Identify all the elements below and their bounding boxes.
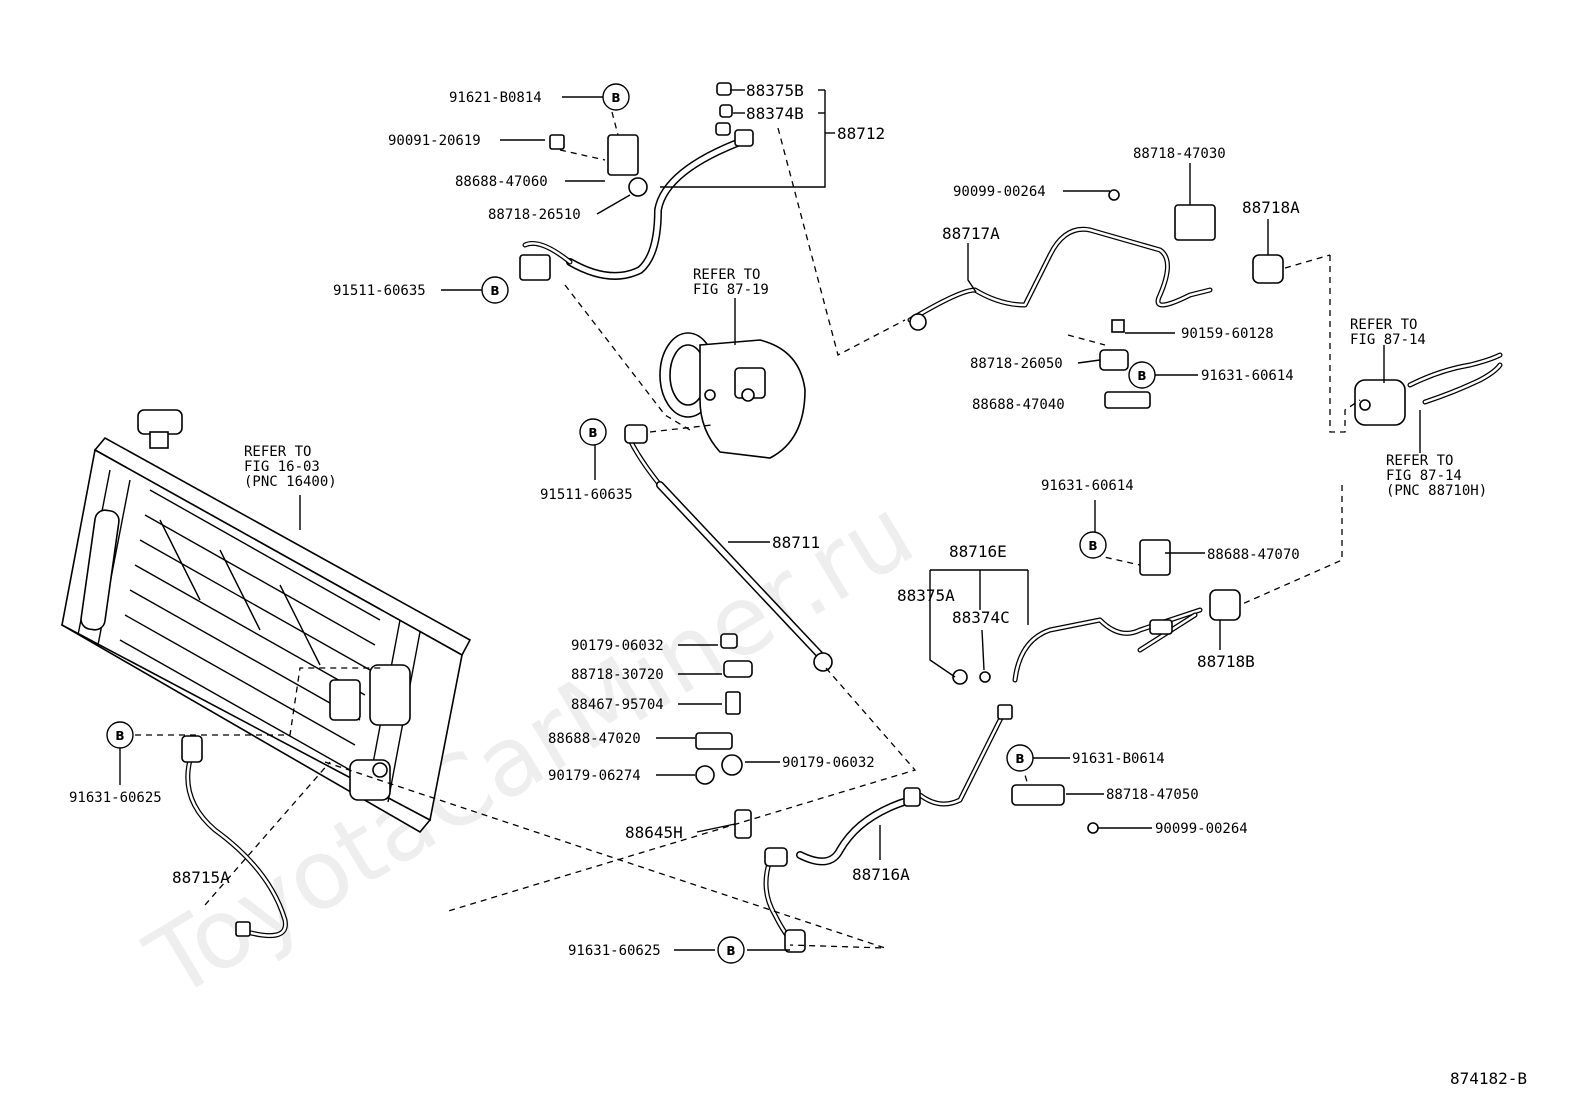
label-refer-87-14-top-line1: REFER TO [1350, 317, 1417, 333]
svg-text:B: B [1088, 539, 1097, 553]
label-88688-47060: 88688-47060 [455, 174, 548, 190]
part-labels: 91621-B0814 90091-20619 88688-47060 8871… [69, 81, 1487, 959]
label-refer-87-14-bot-line2: FIG 87-14 [1386, 468, 1462, 484]
label-88716a: 88716A [852, 865, 910, 884]
hose-88711 [624, 424, 833, 672]
label-88717a: 88717A [942, 224, 1000, 243]
bolt-marker-91631-60614-top: B [1128, 361, 1156, 389]
small-parts [549, 82, 1284, 839]
diagram-code: 874182-B [1450, 1069, 1527, 1088]
svg-text:B: B [588, 426, 597, 440]
svg-text:B: B [490, 284, 499, 298]
label-90179-06274: 90179-06274 [548, 768, 641, 784]
label-91511-60635-mid: 91511-60635 [540, 487, 633, 503]
label-refer-87-19-line2: FIG 87-19 [693, 282, 769, 298]
pipe-88717a [907, 226, 1213, 331]
label-91511-60635-top: 91511-60635 [333, 283, 426, 299]
label-90099-00264-top: 90099-00264 [953, 184, 1046, 200]
label-88688-47070: 88688-47070 [1207, 547, 1300, 563]
svg-text:B: B [1015, 752, 1024, 766]
label-88711: 88711 [772, 533, 820, 552]
refer-87-14-pipes [1354, 352, 1503, 426]
pipe-88716e [1012, 607, 1203, 683]
label-90091-20619: 90091-20619 [388, 133, 481, 149]
compressor-unit [659, 332, 806, 459]
condenser-radiator-assembly [60, 409, 472, 834]
label-91631-b0614: 91631-B0614 [1072, 751, 1165, 767]
label-88716e: 88716E [949, 542, 1007, 561]
label-88688-47020: 88688-47020 [548, 731, 641, 747]
label-90179-06032-a: 90179-06032 [571, 638, 664, 654]
svg-text:B: B [726, 944, 735, 958]
bolt-marker-91511-60635-mid: B [579, 418, 607, 446]
label-refer-87-14-top-line2: FIG 87-14 [1350, 332, 1426, 348]
reference-lines [135, 111, 1361, 949]
bolt-marker-91631-60614-mid: B [1079, 531, 1107, 559]
pipe-88715a [181, 735, 288, 939]
label-90179-06032-b: 90179-06032 [782, 755, 875, 771]
label-refer-87-19-line1: REFER TO [693, 267, 760, 283]
label-91631-60614-mid: 91631-60614 [1041, 478, 1134, 494]
label-refer-87-14-bot-line3: (PNC 88710H) [1386, 483, 1487, 499]
label-88375b: 88375B [746, 81, 804, 100]
label-91631-60614-top: 91631-60614 [1201, 368, 1294, 384]
bolt-marker-91511-60635-top: B [481, 276, 509, 304]
label-88374c: 88374C [952, 608, 1010, 627]
label-refer-87-14-bot-line1: REFER TO [1386, 453, 1453, 469]
label-88718b: 88718B [1197, 652, 1255, 671]
bolt-marker-91631-60625-left: B [106, 721, 134, 749]
label-91621-b0814: 91621-B0814 [449, 90, 542, 106]
label-88718-26050: 88718-26050 [970, 356, 1063, 372]
label-88375a: 88375A [897, 586, 955, 605]
bolt-marker-91631-60625-bot: B [717, 936, 745, 964]
label-88718-47030: 88718-47030 [1133, 146, 1226, 162]
label-88712: 88712 [837, 124, 885, 143]
label-91631-60625-bot: 91631-60625 [568, 943, 661, 959]
hose-88712 [519, 129, 754, 281]
svg-text:B: B [1137, 369, 1146, 383]
label-refer-16-03-line1: REFER TO [244, 444, 311, 460]
label-88718-47050: 88718-47050 [1106, 787, 1199, 803]
label-88718-26510: 88718-26510 [488, 207, 581, 223]
label-90099-00264-bot: 90099-00264 [1155, 821, 1248, 837]
label-refer-16-03-line2: FIG 16-03 [244, 459, 320, 475]
bolt-marker-91621-b0814: B [602, 83, 630, 111]
svg-text:B: B [115, 729, 124, 743]
label-88374b: 88374B [746, 104, 804, 123]
bolt-marker-91631-b0614: B [1006, 744, 1034, 772]
label-88688-47040: 88688-47040 [972, 397, 1065, 413]
label-88718-30720: 88718-30720 [571, 667, 664, 683]
svg-text:B: B [611, 91, 620, 105]
leader-lines [119, 89, 1421, 951]
label-88715a: 88715A [172, 868, 230, 887]
label-91631-60625-left: 91631-60625 [69, 790, 162, 806]
label-88467-95704: 88467-95704 [571, 697, 664, 713]
label-88645h: 88645H [625, 823, 683, 842]
label-refer-16-03-line3: (PNC 16400) [244, 474, 337, 490]
label-88718a: 88718A [1242, 198, 1300, 217]
label-90159-60128: 90159-60128 [1181, 326, 1274, 342]
hose-88716a [763, 704, 1013, 953]
